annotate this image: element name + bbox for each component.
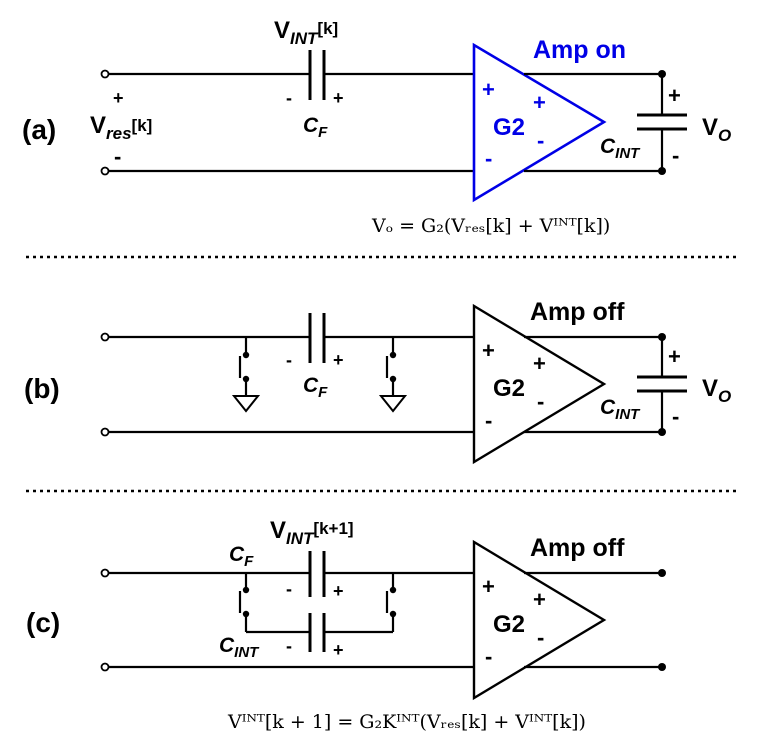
panel-c-amp-out-plus: + [533, 587, 546, 612]
panel-b-amp-gain: G2 [493, 375, 525, 402]
panel-a-amp-in-minus: - [485, 146, 492, 171]
panel-c-equation: Vᴵᴺᵀ[k + 1] = G₂Kᴵᴺᵀ(Vᵣₑₛ[k] + Vᴵᴺᵀ[k]) [227, 711, 586, 733]
panel-b-vo-plus: + [668, 344, 681, 369]
panel-b-cf-right-sign: + [333, 350, 344, 370]
panel-a-cint-label: CINT [600, 135, 641, 162]
panel-a-input-top-terminal [100, 69, 110, 79]
panel-a-cf-left-sign: - [286, 88, 292, 108]
panel-a-amp-out-minus: - [537, 128, 544, 153]
panel-b: (b) - + CF G2 + - [24, 298, 731, 465]
panel-a: (a) G2 + - + - Amp on + - CINT VO [22, 17, 731, 237]
panel-a-vo-minus: - [672, 143, 679, 168]
panel-c-input-top-terminal [100, 568, 110, 578]
panel-c-left-switch [238, 573, 250, 632]
panel-b-right-ground-icon [378, 395, 408, 413]
panel-a-equation: Vₒ = G₂(Vᵣₑₛ[k] + Vᴵᴺᵀ[k]) [371, 215, 610, 237]
panel-c-vint-label: VINT[k+1] [270, 517, 354, 548]
panel-c: (c) VINT[k+1] CF [26, 517, 666, 733]
panel-c-input-bottom-terminal [100, 662, 110, 672]
panel-a-amplifier [472, 42, 607, 203]
panel-c-label: (c) [26, 607, 60, 638]
panel-a-vres-minus: - [114, 144, 121, 169]
panel-b-cf-label: CF [303, 374, 328, 401]
panel-b-input-top-terminal [100, 332, 110, 342]
panel-b-cf-left-sign: - [286, 350, 292, 370]
panel-b-cint-label: CINT [600, 396, 641, 423]
panel-b-input-bottom-terminal [100, 427, 110, 437]
panel-a-amp-gain: G2 [493, 114, 525, 141]
panel-a-vint-label: VINT[k] [274, 17, 338, 48]
panel-b-right-ground-switch [378, 337, 408, 413]
panel-a-vo-label: VO [702, 114, 731, 145]
panel-c-cint-right-sign: + [333, 640, 344, 660]
panel-b-amp-out-plus: + [533, 351, 546, 376]
panel-c-amp-in-minus: - [485, 644, 492, 669]
panel-c-cint-label: CINT [219, 634, 260, 661]
panel-c-out-top-node [658, 569, 666, 577]
panel-b-vo-label: VO [702, 375, 731, 406]
panel-b-amp-in-minus: - [485, 408, 492, 433]
panel-b-left-ground-switch [231, 337, 261, 413]
panel-b-left-ground-icon [231, 395, 261, 413]
panel-c-amplifier [472, 539, 607, 701]
panel-c-cf-label: CF [229, 543, 254, 570]
panel-a-vres-plus: + [113, 88, 124, 108]
panel-a-cf-label: CF [303, 114, 328, 141]
panel-b-amplifier [472, 303, 607, 465]
panel-c-amp-out-minus: - [537, 625, 544, 650]
panel-c-amp-status: Amp off [530, 534, 625, 562]
panel-a-vres-label: Vres[k] [90, 112, 152, 143]
panel-c-cf-right-sign: + [333, 581, 344, 601]
panel-b-vo-minus: - [672, 404, 679, 429]
panel-c-amp-gain: G2 [493, 611, 525, 638]
panel-a-label: (a) [22, 114, 56, 145]
panel-a-amp-status: Amp on [533, 36, 626, 64]
panel-a-cf-right-sign: + [333, 88, 344, 108]
panel-b-amp-out-minus: - [537, 389, 544, 414]
panel-b-amp-in-plus: + [482, 338, 495, 363]
panel-a-input-bottom-terminal [100, 166, 110, 176]
panel-c-amp-in-plus: + [482, 574, 495, 599]
panel-c-right-switch [385, 573, 397, 632]
panel-b-label: (b) [24, 373, 60, 404]
panel-c-cf-left-sign: - [286, 579, 292, 599]
panel-a-amp-in-plus: + [482, 77, 495, 102]
panel-b-amp-status: Amp off [530, 298, 625, 326]
panel-a-amp-out-plus: + [533, 90, 546, 115]
panel-c-out-bottom-node [658, 663, 666, 671]
panel-a-vo-plus: + [668, 83, 681, 108]
panel-c-cint-left-sign: - [286, 636, 292, 656]
